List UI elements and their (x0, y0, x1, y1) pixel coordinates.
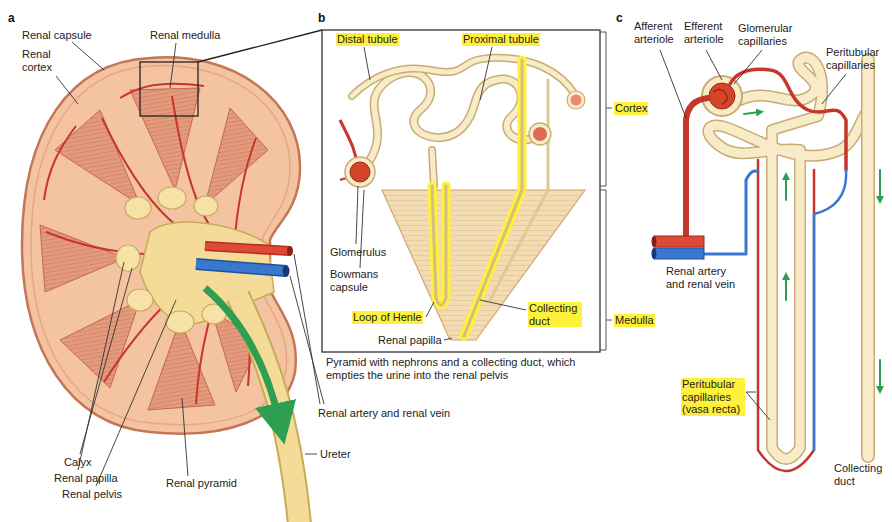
pyramid-inset (322, 30, 612, 352)
part-label: Bowmans capsule (330, 268, 384, 293)
part-label: Renal medulla (150, 29, 220, 42)
part-label: Calyx (64, 456, 92, 469)
leader-lines (56, 42, 324, 486)
part-label: Ureter (320, 448, 351, 461)
part-label: Peritubular capillaries (vasa recta) (681, 378, 745, 416)
leader-lines (356, 47, 526, 340)
panel-letter: b (318, 12, 325, 26)
panel-letter: c (616, 12, 623, 26)
part-label: Renal pelvis (62, 488, 122, 501)
part-label: Loop of Henle (352, 311, 423, 324)
part-label: Efferent arteriole (684, 20, 730, 45)
part-label: Renal capsule (22, 29, 92, 42)
part-label: Glomerular capillaries (738, 22, 800, 47)
part-label: Glomerulus (330, 246, 386, 259)
part-label: Proximal tubule (462, 33, 540, 46)
panel-letter: a (8, 12, 15, 26)
part-label: Renal pyramid (166, 477, 237, 490)
part-label: Renal artery and renal vein (318, 407, 450, 420)
leader-lines (660, 50, 846, 420)
part-label: Renal cortex (22, 48, 64, 73)
part-label: Afferent arteriole (634, 20, 680, 45)
part-label: Renal artery and renal vein (666, 265, 744, 290)
part-label: Distal tubule (336, 33, 399, 46)
part-label: Collecting duct (528, 302, 582, 327)
part-label: Cortex (614, 102, 648, 115)
renal-vessels (652, 236, 705, 259)
part-label: Peritubular capillaries (826, 46, 888, 71)
part-label: Medulla (614, 314, 655, 327)
part-label: Renal papilla (54, 472, 118, 485)
kidney-section (22, 30, 322, 522)
part-label: Collecting duct (834, 462, 886, 487)
part-label: Renal papilla (378, 334, 442, 347)
caption-text: Pyramid with nephrons and a collecting d… (326, 356, 581, 381)
